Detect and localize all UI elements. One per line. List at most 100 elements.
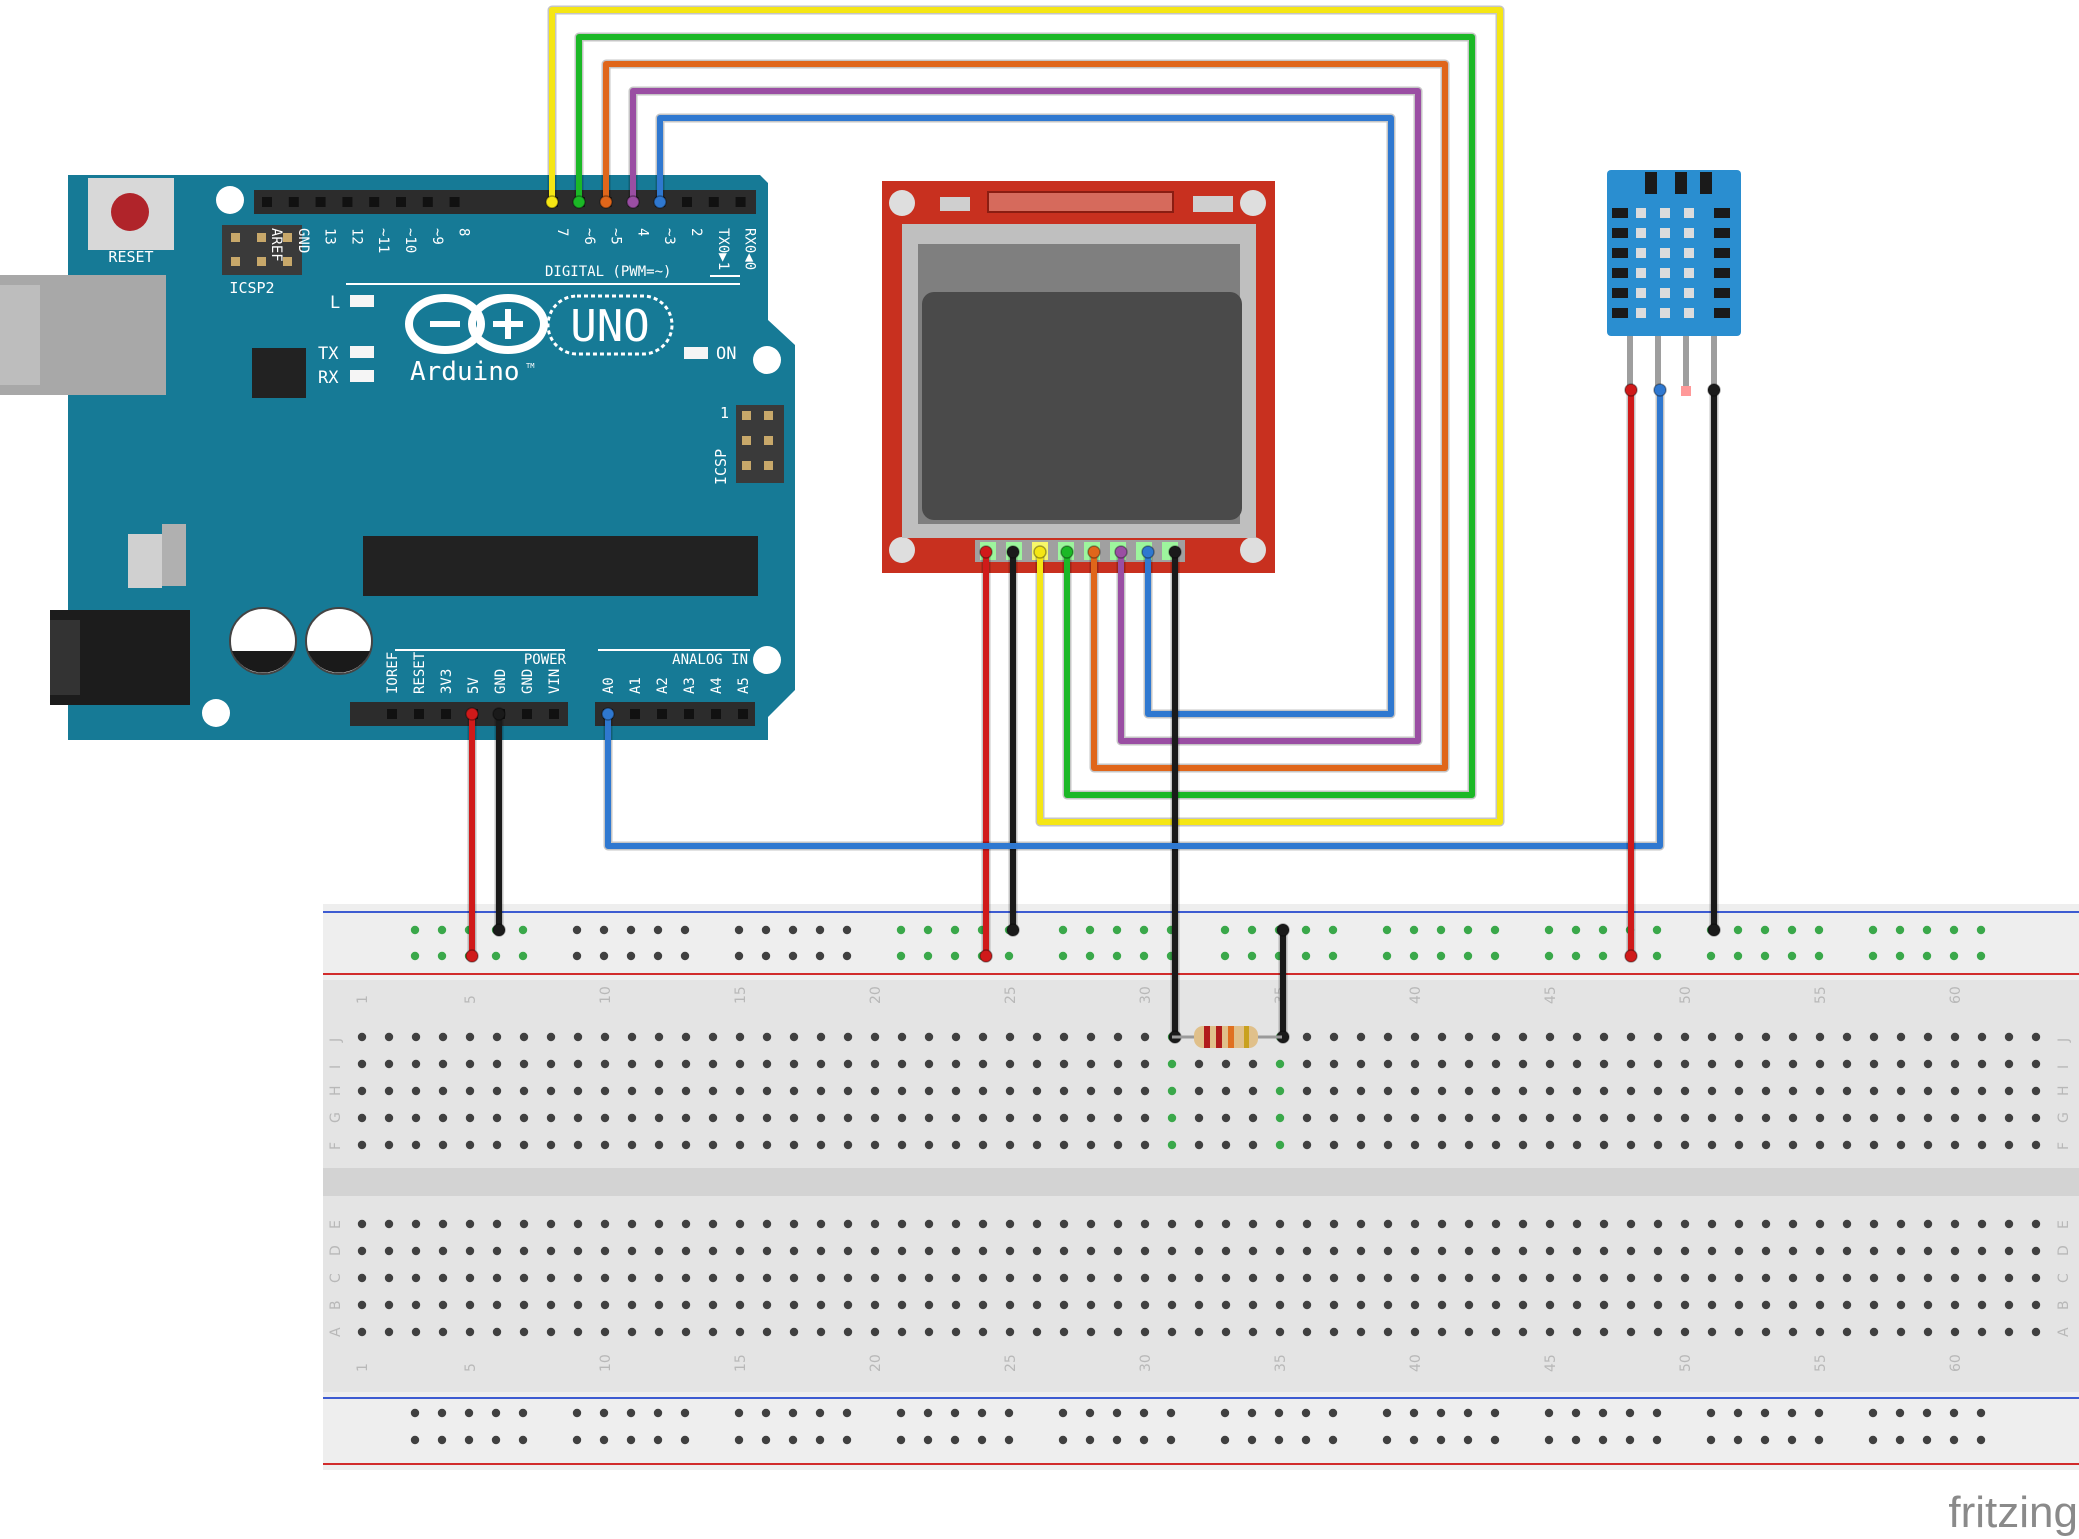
breadboard-hole: [1653, 1140, 1663, 1150]
atmega-chip: [363, 536, 758, 596]
breadboard-hole: [1491, 1113, 1501, 1123]
column-number: 25: [1003, 986, 1019, 1004]
breadboard-hole: [735, 1140, 745, 1150]
breadboard-hole: [1167, 1140, 1177, 1150]
rail-hole: [788, 1435, 798, 1445]
breadboard-hole: [681, 1219, 691, 1229]
rail-hole: [437, 1435, 447, 1445]
breadboard-hole: [1788, 1300, 1798, 1310]
breadboard-hole: [735, 1300, 745, 1310]
rail-hole: [896, 951, 906, 961]
rail-hole: [1976, 951, 1986, 961]
breadboard-hole: [1734, 1300, 1744, 1310]
breadboard-hole: [1167, 1113, 1177, 1123]
rail-hole: [1949, 951, 1959, 961]
rail-hole: [734, 925, 744, 935]
breadboard-hole: [573, 1300, 583, 1310]
breadboard-hole: [1734, 1246, 1744, 1256]
breadboard-hole: [1599, 1086, 1609, 1096]
rail-hole: [1058, 1435, 1068, 1445]
breadboard-hole: [870, 1327, 880, 1337]
reset-button-cap[interactable]: [111, 193, 149, 231]
breadboard-hole: [438, 1273, 448, 1283]
breadboard-hole: [1788, 1032, 1798, 1042]
breadboard-hole: [1248, 1219, 1258, 1229]
breadboard-hole: [1464, 1246, 1474, 1256]
breadboard-hole: [546, 1059, 556, 1069]
breadboard-hole: [735, 1032, 745, 1042]
arduino-infinity-logo: [405, 294, 548, 354]
wire-end: [1707, 923, 1721, 937]
breadboard-hole: [762, 1219, 772, 1229]
header-pin: [342, 197, 353, 207]
voltage-regulator: [128, 534, 162, 588]
power-pin-label: GND: [520, 669, 536, 694]
rail-hole: [1220, 1408, 1230, 1418]
breadboard-hole: [762, 1032, 772, 1042]
rail-hole: [1247, 1408, 1257, 1418]
breadboard-hole: [1356, 1086, 1366, 1096]
column-number: 55: [1813, 1354, 1829, 1372]
rail-hole: [1220, 925, 1230, 935]
wire-end: [653, 195, 667, 209]
breadboard-hole: [573, 1032, 583, 1042]
digital-pin-label: AREF: [268, 228, 284, 262]
breadboard-hole: [1626, 1273, 1636, 1283]
breadboard-hole: [357, 1300, 367, 1310]
breadboard-hole: [816, 1113, 826, 1123]
breadboard-hole: [1680, 1032, 1690, 1042]
breadboard-hole: [654, 1086, 664, 1096]
rail-hole: [1112, 1435, 1122, 1445]
breadboard-hole: [1464, 1300, 1474, 1310]
power-pin-label: 3V3: [439, 669, 455, 694]
breadboard-hole: [681, 1059, 691, 1069]
rail-hole: [1409, 1435, 1419, 1445]
wire-end: [1168, 545, 1182, 559]
breadboard-hole: [1707, 1219, 1717, 1229]
rail-hole: [1733, 951, 1743, 961]
rail-hole: [437, 951, 447, 961]
rail-hole: [1166, 1435, 1176, 1445]
breadboard-hole: [1464, 1086, 1474, 1096]
rail-hole: [1328, 925, 1338, 935]
column-number: 20: [868, 1354, 884, 1372]
breadboard-hole: [1356, 1300, 1366, 1310]
breadboard-hole: [978, 1273, 988, 1283]
breadboard-hole: [1815, 1327, 1825, 1337]
nokia-5110-lcd: [882, 181, 1275, 573]
wire-end: [601, 707, 615, 721]
mount-hole: [1240, 537, 1266, 563]
rail-hole: [1085, 951, 1095, 961]
rail-hole: [1220, 1435, 1230, 1445]
wire-end: [1087, 545, 1101, 559]
breadboard-hole: [789, 1059, 799, 1069]
breadboard-hole: [1599, 1246, 1609, 1256]
rail-hole: [1571, 1408, 1581, 1418]
breadboard-hole: [951, 1246, 961, 1256]
header-pin: [735, 197, 746, 207]
breadboard-hole: [1680, 1113, 1690, 1123]
rail-hole: [626, 925, 636, 935]
breadboard-hole: [1140, 1086, 1150, 1096]
breadboard-hole: [1356, 1273, 1366, 1283]
breadboard-hole: [870, 1219, 880, 1229]
wire-end: [1033, 545, 1047, 559]
breadboard-hole: [1734, 1140, 1744, 1150]
breadboard-hole: [978, 1219, 988, 1229]
rail-hole: [410, 925, 420, 935]
rail-hole: [1895, 1408, 1905, 1418]
breadboard-hole: [1545, 1246, 1555, 1256]
breadboard-hole: [627, 1140, 637, 1150]
rail-hole: [1733, 925, 1743, 935]
breadboard-hole: [2004, 1300, 2014, 1310]
breadboard-hole: [870, 1113, 880, 1123]
breadboard-hole: [357, 1219, 367, 1229]
breadboard-hole: [1653, 1327, 1663, 1337]
header-pin: [684, 709, 694, 719]
breadboard-hole: [681, 1327, 691, 1337]
wire-end: [1653, 383, 1667, 397]
rail-hole: [1571, 1435, 1581, 1445]
l-led: [350, 295, 374, 307]
breadboard-hole: [1761, 1086, 1771, 1096]
breadboard-hole: [357, 1113, 367, 1123]
